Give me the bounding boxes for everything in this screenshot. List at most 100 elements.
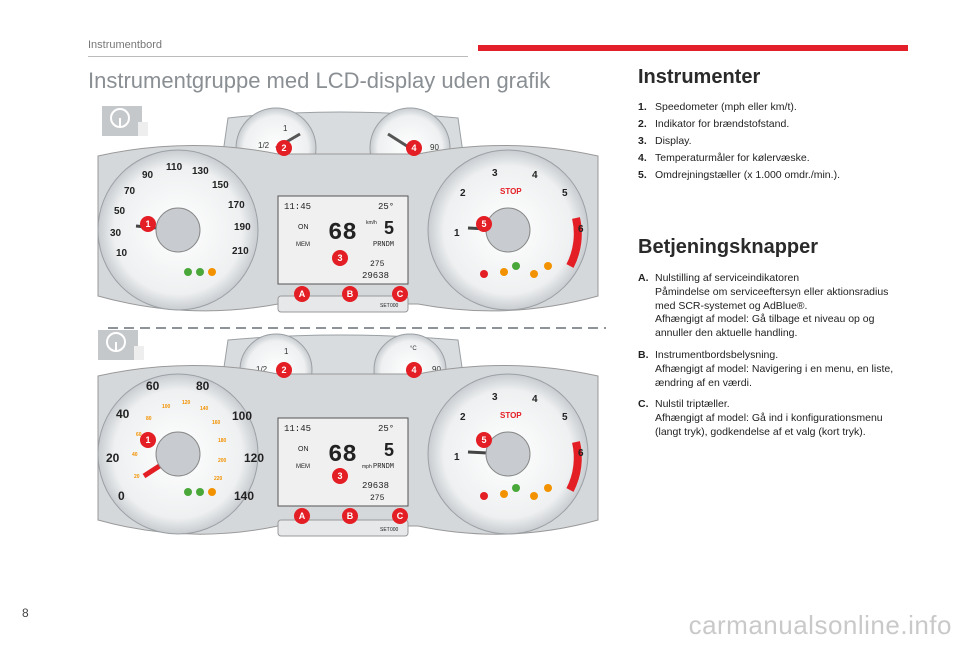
instruments-list: 1.Speedometer (mph eller km/t). 2.Indika…: [638, 100, 908, 185]
marker-2: 2: [281, 143, 286, 153]
speed-tick-150: 150: [212, 180, 229, 191]
item-number: 5.: [638, 169, 647, 181]
instruments-title: Instrumenter: [638, 66, 761, 88]
rpm-tick-1: 1: [454, 228, 460, 239]
list-item: 3. Display.: [638, 134, 908, 149]
button-000-label: 000: [390, 303, 399, 309]
list-item: C. Nulstil triptæller. Afhængigt af mode…: [638, 398, 908, 439]
rpm-tick-2: 2: [460, 188, 466, 199]
list-item: 1.Speedometer (mph eller km/t).: [638, 100, 908, 115]
kmh-tick-200: 200: [218, 458, 227, 464]
lcd-mem: MEM: [296, 242, 310, 248]
item-text: Temperaturmåler for kølervæske.: [655, 152, 810, 164]
speed-tick-130: 130: [192, 166, 209, 177]
rpm-tick-5: 5: [562, 412, 568, 423]
stop-label: STOP: [500, 411, 522, 420]
lcd-mem: MEM: [296, 464, 310, 470]
lcd-gear-selector: PRNDM: [373, 463, 394, 471]
item-text: Omdrejningstæller (x 1.000 omdr./min.).: [655, 169, 840, 181]
rpm-tick-6: 6: [578, 448, 584, 459]
cluster-top: 1/2 1 90 10 30 50 70 90 110 130 150 170 …: [97, 106, 599, 313]
lcd-range: 275: [370, 494, 385, 503]
fuel-full-label: 1: [283, 124, 288, 133]
button-set-label: SET: [380, 527, 390, 533]
kmh-tick-40: 40: [132, 452, 138, 458]
lcd-speed-unit: mph: [362, 464, 372, 470]
speed-tick-30: 30: [110, 228, 122, 239]
marker-B: B: [347, 289, 354, 299]
marker-B: B: [347, 511, 354, 521]
speed-tick-110: 110: [166, 162, 183, 173]
instrument-cluster-illustrations: 1/2 1 90 10 30 50 70 90 110 130 150 170 …: [88, 96, 608, 556]
lcd-speed-unit: km/h: [366, 220, 377, 226]
kmh-tick-100: 100: [162, 404, 171, 410]
marker-3: 3: [337, 471, 342, 481]
speed-tick-100: 100: [232, 409, 252, 423]
steering-wheel-icon: [98, 330, 144, 360]
fuel-half-label: 1/2: [256, 365, 268, 374]
item-letter: B.: [638, 348, 649, 361]
kmh-tick-160: 160: [212, 420, 221, 426]
rpm-tick-3: 3: [492, 168, 498, 179]
marker-1: 1: [145, 219, 150, 229]
lcd-outside-temp: 25°: [378, 202, 394, 212]
header-rule: [88, 56, 468, 57]
controls-title: Betjeningsknapper: [638, 236, 819, 258]
marker-3: 3: [337, 253, 342, 263]
lcd-gear-selector: PRNDM: [373, 241, 394, 249]
list-item: 2.Indikator for brændstofstand.: [638, 117, 908, 132]
list-item: 4. Temperaturmåler for kølervæske.: [638, 151, 908, 166]
speed-tick-50: 50: [114, 206, 126, 217]
item-line: Nulstil triptæller.: [655, 398, 730, 411]
item-line: Påmindelse om serviceeftersyn eller akti…: [655, 285, 889, 312]
speed-tick-70: 70: [124, 186, 136, 197]
temp-90-label: 90: [432, 365, 441, 374]
rpm-tick-5: 5: [562, 188, 568, 199]
cluster-svg: 1/2 1 90 10 30 50 70 90 110 130 150 170 …: [97, 106, 606, 537]
item-body: Instrumentbordsbelysning. Afhængigt af m…: [655, 349, 908, 390]
rpm-tick-3: 3: [492, 392, 498, 403]
item-letter: A.: [638, 272, 649, 284]
speed-tick-120: 120: [244, 451, 264, 465]
item-body: Nulstil triptæller. Afhængigt af model: …: [655, 398, 908, 439]
controls-list: A. Nulstilling af serviceindikatoren Påm…: [638, 272, 908, 448]
warning-lamps-top: [184, 262, 552, 278]
marker-A: A: [299, 511, 306, 521]
item-number: 4.: [638, 152, 647, 164]
item-number: 3.: [638, 135, 647, 147]
item-line: Afhængigt af model: Navigering i en menu…: [655, 362, 894, 389]
fuel-full-label: 1: [284, 347, 289, 356]
steering-wheel-icon: [102, 106, 148, 136]
speed-tick-0: 0: [118, 489, 125, 503]
cluster-bottom: 1/2 1 °C 90 0 20 40 60 80 100 120 140 20…: [97, 330, 599, 537]
speed-tick-60: 60: [146, 379, 160, 393]
page-title: Instrumentgruppe med LCD-display uden gr…: [88, 68, 551, 93]
speed-tick-40: 40: [116, 407, 130, 421]
speed-tick-10: 10: [116, 248, 128, 259]
rpm-tick-4: 4: [532, 170, 538, 181]
button-000-label: 000: [390, 527, 399, 533]
lcd-gear: 5: [384, 440, 394, 460]
item-line: Instrumentbordsbelysning.: [655, 348, 779, 361]
lcd-odometer: 29638: [362, 481, 389, 491]
marker-C: C: [397, 289, 404, 299]
section-header: Instrumentbord: [88, 39, 162, 51]
rpm-tick-2: 2: [460, 412, 466, 423]
button-set-label: SET: [380, 303, 390, 309]
item-line: Afhængigt af model: Gå ind i konfigurati…: [655, 412, 883, 438]
speed-tick-20: 20: [106, 451, 120, 465]
marker-5: 5: [481, 435, 486, 445]
rpm-tick-1: 1: [454, 452, 460, 463]
marker-4: 4: [411, 143, 416, 153]
header-accent-bar: [478, 45, 908, 51]
temp-unit-label: °C: [410, 346, 417, 352]
item-text: Display.: [655, 135, 692, 147]
warning-lamps-bottom: [184, 484, 552, 500]
page-number: 8: [22, 606, 29, 620]
lcd-gear: 5: [384, 218, 394, 238]
lcd-on: ON: [298, 446, 309, 453]
marker-A: A: [299, 289, 306, 299]
kmh-tick-180: 180: [218, 438, 227, 444]
marker-5: 5: [481, 219, 486, 229]
lcd-time: 11:45: [284, 202, 311, 212]
